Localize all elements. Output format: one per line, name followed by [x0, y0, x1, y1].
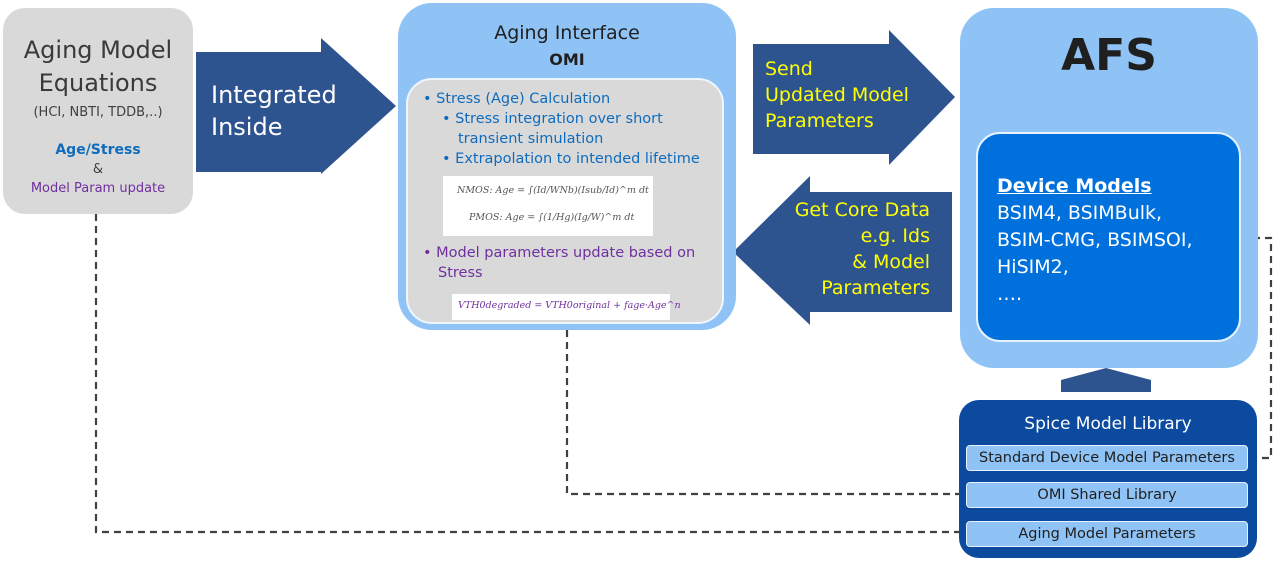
sub-bullet-extrapolation: • Extrapolation to intended lifetime — [442, 151, 700, 167]
integrated-arrow — [196, 38, 396, 174]
age-stress-label: Age/Stress — [55, 142, 141, 158]
standard-device-params-row: Standard Device Model Parameters — [966, 445, 1248, 471]
param-update-label: Model Param update — [30, 181, 166, 196]
spice-library-title: Spice Model Library — [1024, 414, 1192, 434]
device-model-line-3: HiSIM2, — [997, 256, 1069, 278]
equations-title-line1: Aging Model — [23, 36, 173, 64]
omi-shared-library-row: OMI Shared Library — [966, 482, 1248, 508]
get-core-data-arrow — [733, 176, 952, 325]
send-arrow-label: Send Updated Model Parameters — [765, 56, 909, 134]
omi-subtitle: OMI — [549, 50, 585, 69]
device-models-box — [976, 132, 1241, 342]
aging-model-equations-box: Aging Model Equations (HCI, NBTI, TDDB,.… — [3, 8, 193, 214]
afs-title: AFS — [1061, 30, 1157, 81]
ampersand-label: & — [92, 162, 104, 177]
sub-bullet-stress-integration-cont: transient simulation — [458, 131, 604, 147]
connector-equations-to-aging-params — [94, 214, 966, 534]
connector-omi-to-shared-lib — [565, 330, 966, 496]
send-line3: Parameters — [765, 110, 874, 132]
equations-title: Aging Model Equations — [3, 34, 193, 100]
integrated-arrow-label: Integrated Inside — [211, 79, 337, 143]
up-arrow — [1061, 368, 1151, 392]
get-core-data-label: Get Core Data e.g. Ids & Model Parameter… — [760, 197, 930, 301]
aging-interface-title: Aging Interface — [494, 22, 640, 44]
device-model-line-1: BSIM4, BSIMBulk, — [997, 202, 1163, 224]
integrated-line1: Integrated — [211, 81, 337, 109]
sub-bullet-stress-integration: • Stress integration over short — [442, 111, 663, 127]
bullet-stress-calculation: • Stress (Age) Calculation — [423, 91, 611, 107]
get-line4: Parameters — [821, 277, 930, 299]
send-arrow — [753, 30, 955, 165]
get-line3: & Model — [852, 251, 930, 273]
device-models-title: Device Models — [997, 175, 1152, 197]
nmos-formula: NMOS: Age = ∫(Id/WNb)(Isub/Id)^m dt — [457, 185, 649, 196]
get-line2: e.g. Ids — [860, 225, 930, 247]
vth-formula-box: VTH0degraded = VTH0original + fage·Age^n — [452, 294, 681, 320]
equations-title-line2: Equations — [38, 69, 158, 97]
get-line1: Get Core Data — [794, 199, 930, 221]
device-model-line-4: …. — [997, 283, 1023, 305]
send-line2: Updated Model — [765, 84, 909, 106]
integrated-line2: Inside — [211, 113, 283, 141]
age-formula-box: NMOS: Age = ∫(Id/WNb)(Isub/Id)^m dt PMOS… — [443, 176, 653, 236]
pmos-formula: PMOS: Age = ∫(1/Hg)(Ig/W)^m dt — [469, 212, 635, 223]
device-model-line-2: BSIM-CMG, BSIMSOI, — [997, 229, 1193, 251]
bullet-model-params-update-cont: Stress — [438, 265, 483, 281]
vth-formula: VTH0degraded = VTH0original + fage·Age^n — [458, 300, 681, 311]
send-line1: Send — [765, 58, 813, 80]
aging-model-params-row: Aging Model Parameters — [966, 521, 1248, 547]
bullet-model-params-update: • Model parameters update based on — [423, 245, 696, 261]
equations-subtitle: (HCI, NBTI, TDDB,..) — [33, 105, 163, 120]
